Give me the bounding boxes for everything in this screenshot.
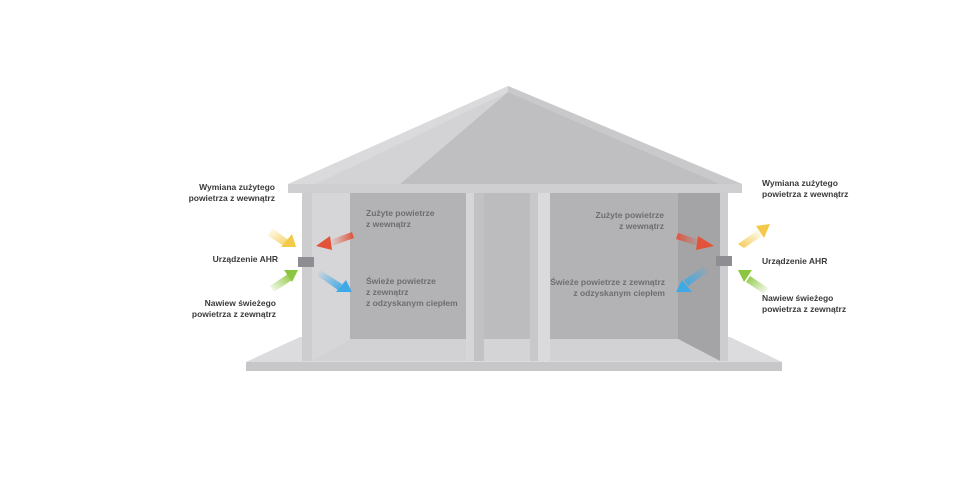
- ahr-unit-right: [716, 256, 732, 266]
- left-fresh-arrow: [318, 270, 352, 292]
- left-inside-stale-label: Zużyte powietrze z wewnątrz: [366, 208, 435, 229]
- left-stale-arrow: [316, 232, 354, 250]
- left-inside-fresh-label: Świeże powietrze z zewnątrz z odzyskanym…: [366, 276, 458, 308]
- left-exhaust-label: Wymiana zużytego powietrza z wewnątrz: [188, 182, 275, 203]
- right-fresh-arrow: [676, 266, 708, 292]
- right-supply-label: Nawiew świeżego powietrza z zewnątrz: [762, 293, 847, 314]
- left-supply-arrow: [270, 270, 298, 292]
- ahr-unit-left: [298, 257, 314, 267]
- right-supply-arrow: [738, 270, 768, 294]
- right-stale-arrow: [676, 233, 714, 250]
- right-device-label: Urządzenie AHR: [762, 256, 828, 266]
- left-device-label: Urządzenie AHR: [212, 254, 278, 264]
- right-exhaust-label: Wymiana zużytego powietrza z wewnątrz: [762, 178, 849, 199]
- roof: [288, 86, 742, 193]
- left-exhaust-arrow: [268, 228, 296, 247]
- left-supply-label: Nawiew świeżego powietrza z zewnątrz: [191, 298, 276, 319]
- right-inside-fresh-label: Świeże powietrze z zewnątrz z odzyskanym…: [550, 277, 665, 298]
- walls: [302, 193, 728, 361]
- right-inside-stale-label: Zużyte powietrze z wewnątrz: [595, 210, 664, 231]
- right-exhaust-arrow: [738, 224, 770, 248]
